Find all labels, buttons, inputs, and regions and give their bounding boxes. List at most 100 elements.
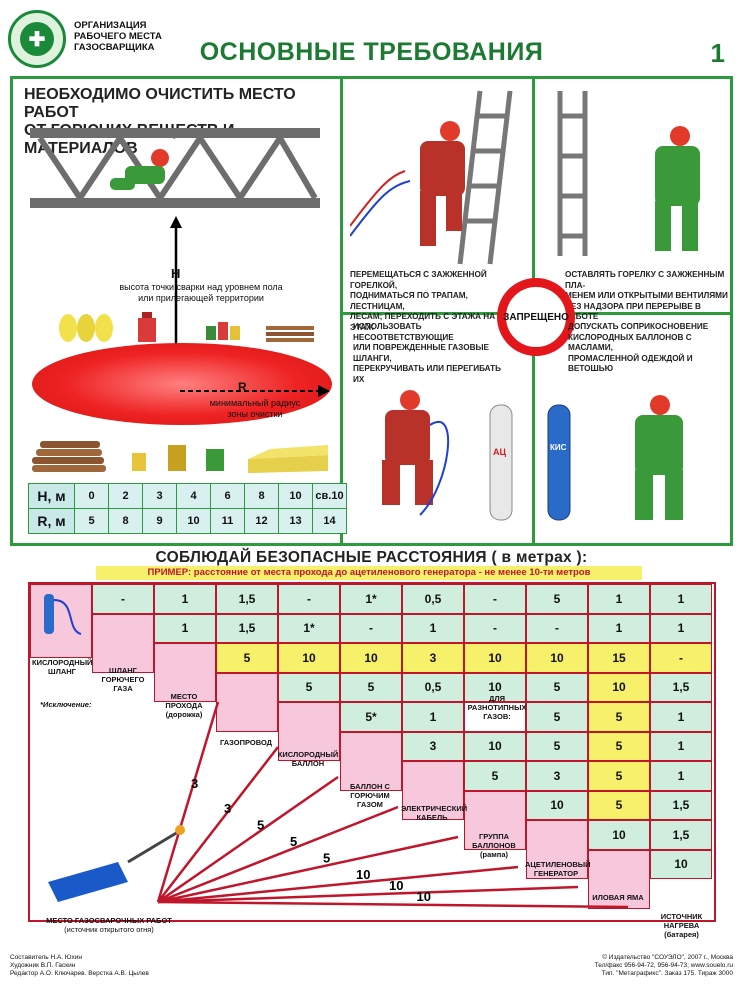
lumber-icon	[248, 445, 328, 473]
distance-cell: 5	[526, 731, 588, 761]
forbidden-sign: ЗАПРЕЩЕНО	[497, 278, 575, 356]
distance-cell: 10	[278, 643, 340, 673]
radius-arrow-icon	[180, 385, 330, 397]
distance-cell: 0,5	[402, 672, 464, 702]
r-value: 9	[142, 508, 177, 534]
cleaning-zone-ellipse	[32, 343, 332, 425]
distance-cell: 10	[464, 643, 526, 673]
scene-damaged-hoses: АЦ	[382, 390, 513, 521]
distance-arrow	[157, 865, 519, 904]
object-header-cell	[588, 849, 650, 909]
distance-cell: 5	[526, 672, 588, 702]
distance-arrow	[157, 746, 279, 903]
object-header-cell	[340, 731, 402, 791]
r-value: 12	[244, 508, 279, 534]
distance-cell: 1,5	[650, 790, 712, 820]
paint-cans-icon	[206, 322, 240, 340]
distance-cell: 5*	[340, 702, 402, 732]
distance-cell: -	[464, 584, 526, 614]
distance-arrow	[157, 775, 339, 904]
welding-hands-icon	[48, 825, 185, 902]
distance-cell: 5	[588, 761, 650, 791]
distance-cell: -	[650, 643, 712, 673]
distance-cell: 3	[402, 731, 464, 761]
label-acetylene-generator: АЦЕТИЛЕНОВЫЙ ГЕНЕРАТОР	[525, 860, 591, 878]
distance-arrow	[157, 805, 399, 904]
r-value: 11	[210, 508, 245, 534]
distance-cell: 5	[526, 702, 588, 732]
height-radius-table: H, м 0 2 3 4 6 8 10 св.10 R, м 5 8 9 10 …	[28, 483, 347, 534]
arrow-distance-label: 5	[323, 850, 330, 865]
object-header-cell	[464, 790, 526, 850]
distance-cell: 1	[650, 584, 712, 614]
distance-cell: 1	[650, 613, 712, 643]
distance-cell: 10	[340, 643, 402, 673]
footer-publisher: © Издательство "СОУЭЛО", 2007 г., Москва…	[594, 954, 733, 977]
arrow-distance-label: 3	[224, 801, 231, 816]
r-caption: минимальный радиус зоны очистки	[209, 398, 301, 419]
page-number: 1	[710, 38, 725, 68]
truss-illustration	[30, 128, 320, 208]
distance-cell: 10	[464, 731, 526, 761]
arrow-distance-label: 3	[191, 776, 198, 791]
r-value: 8	[108, 508, 143, 534]
distance-cell: 1,5	[650, 820, 712, 850]
acetylene-cylinder-icon	[489, 404, 513, 521]
distance-cell: 3	[526, 761, 588, 791]
forbid-text-3: ИСПОЛЬЗОВАТЬ НЕСООТВЕТСТВУЮЩИЕ ИЛИ ПОВРЕ…	[353, 322, 502, 384]
distance-cell: 5	[278, 672, 340, 702]
forbid-text-1: ПЕРЕМЕЩАТЬСЯ С ЗАЖЖЕННОЙ ГОРЕЛКОЙ, ПОДНИ…	[350, 270, 496, 332]
jar-icon	[132, 453, 146, 471]
distance-cell: 0,5	[402, 584, 464, 614]
label-walkway: МЕСТО ПРОХОДА (дорожка)	[165, 692, 203, 719]
object-header-cell	[402, 761, 464, 820]
distance-cell: 1*	[340, 584, 402, 614]
jerrycan-icon	[206, 449, 224, 471]
r-value: 10	[176, 508, 211, 534]
distance-cell: 3	[402, 643, 464, 673]
arrow-distance-label: 5	[290, 834, 297, 849]
scene-climbing-ladder	[350, 90, 513, 265]
distance-cell: 15	[588, 643, 650, 673]
distance-cell: 1	[650, 731, 712, 761]
distance-cell: 10	[650, 849, 712, 879]
distance-cell: 10	[526, 790, 588, 820]
oxygen-hose-icon	[44, 594, 82, 635]
distance-cell: 1*	[278, 613, 340, 643]
table-header-h: H, м	[28, 483, 75, 509]
distance-cell	[464, 702, 526, 732]
distance-cell: 1	[402, 613, 464, 643]
distance-cell: 10	[526, 643, 588, 673]
h-value: св.10	[312, 483, 347, 509]
table-row-h: H, м 0 2 3 4 6 8 10 св.10	[28, 483, 347, 509]
r-value: 5	[74, 508, 109, 534]
distance-arrow	[157, 885, 579, 904]
combustibles-row-bottom	[32, 441, 328, 473]
frame-divider-vertical	[340, 78, 343, 544]
forbid-text-2: ОСТАВЛЯТЬ ГОРЕЛКУ С ЗАЖЖЕННЫМ ПЛА- МЕНЕМ…	[565, 270, 728, 321]
paper-rolls-icon	[59, 314, 113, 342]
label-silt-pit: ИЛОВАЯ ЯМА	[592, 893, 644, 902]
table-header-r: R, м	[28, 508, 75, 534]
distance-cell: 5	[526, 584, 588, 614]
exception-note: *Исключение:	[40, 700, 92, 709]
distance-cell: 5	[216, 643, 278, 673]
distance-cell: 5	[588, 731, 650, 761]
object-header-cell	[154, 643, 216, 702]
footer-credits: Составитель Н.А. Юхин Художник В.П. Гаск…	[10, 954, 149, 977]
label-fuel-hose: ШЛАНГ ГОРЮЧЕГО ГАЗА	[101, 666, 145, 693]
label-heat-source: ИСТОЧНИК НАГРЕВА (батарея)	[660, 912, 703, 939]
distance-cell: -	[340, 613, 402, 643]
oxygen-cylinder-icon	[547, 404, 571, 521]
worker-red-icon	[382, 390, 433, 505]
label-oxygen-cylinder: КИСЛОРОДНЫЙ БАЛЛОН	[277, 750, 339, 768]
header: ✚ ОРГАНИЗАЦИЯ РАБОЧЕГО МЕСТА ГАЗОСВАРЩИК…	[0, 0, 743, 78]
h-value: 8	[244, 483, 279, 509]
ladder-icon	[557, 91, 588, 256]
h-caption: высота точки сварки над уровнем пола или…	[119, 282, 283, 303]
boards-icon	[266, 326, 314, 342]
ladder-icon	[457, 90, 513, 265]
h-value: 6	[210, 483, 245, 509]
